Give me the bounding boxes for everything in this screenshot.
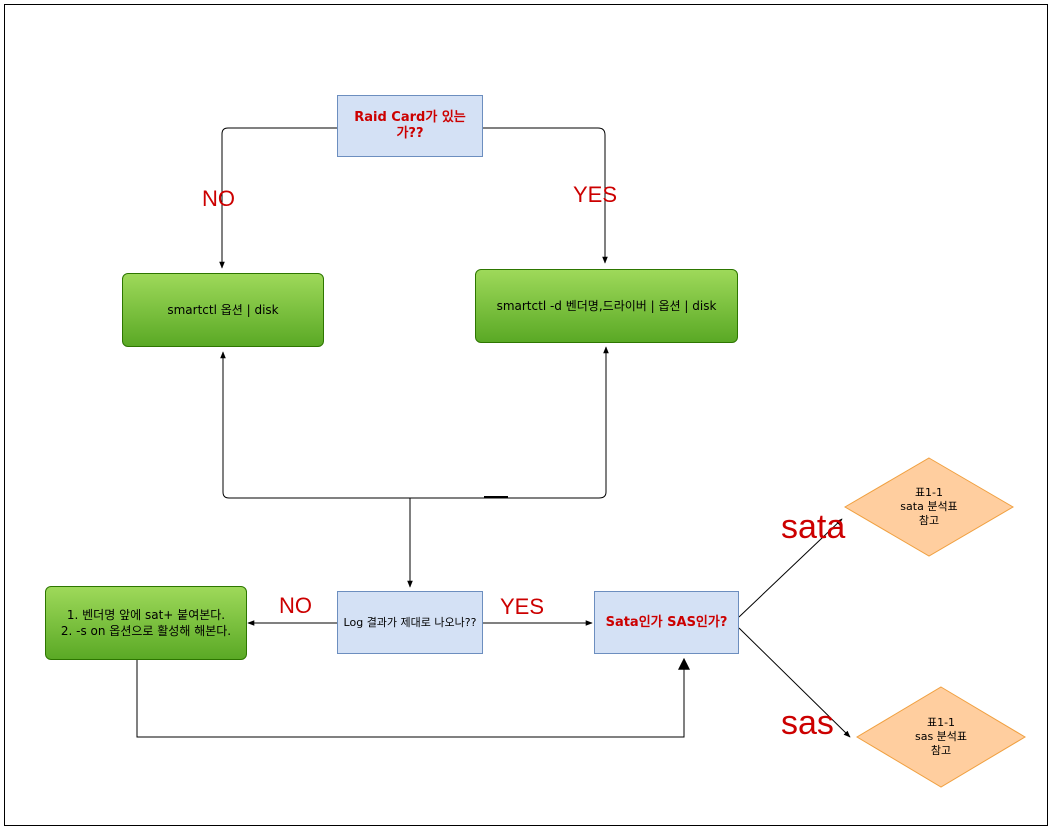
sata-sas-decision: Sata인가 SAS인가? [594,591,739,654]
edge-raid-yes [483,127,608,264]
log-no-label: NO [279,593,312,618]
smartctl-basic-text: smartctl 옵션 | disk [167,303,279,317]
raid-card-decision: Raid Card가 있는 가?? [337,95,483,157]
raid-card-decision-text: Raid Card가 있는 가?? [354,110,466,141]
sata-sas-text: Sata인가 SAS인가? [605,614,728,630]
sas-reference-text: 표1-1 sas 분석표 참고 [914,716,968,757]
edge-merge-left [220,351,410,499]
raid-yes-label: YES [573,182,618,207]
fix-steps-text: 1. 벤더명 앞에 sat+ 붙여본다. 2. -s on 옵션으로 활성해 해… [60,608,232,638]
diagram-frame [4,4,1048,826]
sata-label: sata [781,508,846,546]
sata-diamond-shape [844,457,1014,557]
smartctl-vendor-text: smartctl -d 벤더명,드라이버 | 옵션 | disk [496,299,717,313]
sas-reference-diamond: 표1-1 sas 분석표 참고 [856,686,1026,788]
edge-to-sata [738,518,843,618]
raid-no-label: NO [202,186,235,211]
log-result-text: Log 결과가 제대로 나오나?? [343,615,477,629]
edge-raid-no [219,127,337,269]
sata-reference-text: 표1-1 sata 분석표 참고 [900,486,958,527]
log-yes-label: YES [500,594,545,619]
log-result-decision: Log 결과가 제대로 나오나?? [337,591,483,654]
smartctl-vendor-process: smartctl -d 벤더명,드라이버 | 옵션 | disk [475,269,738,343]
fix-steps-process: 1. 벤더명 앞에 sat+ 붙여본다. 2. -s on 옵션으로 활성해 해… [45,586,247,660]
sas-diamond-shape [856,686,1026,788]
edge-to-sas [738,627,851,738]
edge-retry-loop [136,657,690,738]
sata-reference-diamond: 표1-1 sata 분석표 참고 [844,457,1014,557]
sas-label: sas [781,704,834,742]
edge-merge-right [410,346,609,499]
smartctl-basic-process: smartctl 옵션 | disk [122,273,324,347]
